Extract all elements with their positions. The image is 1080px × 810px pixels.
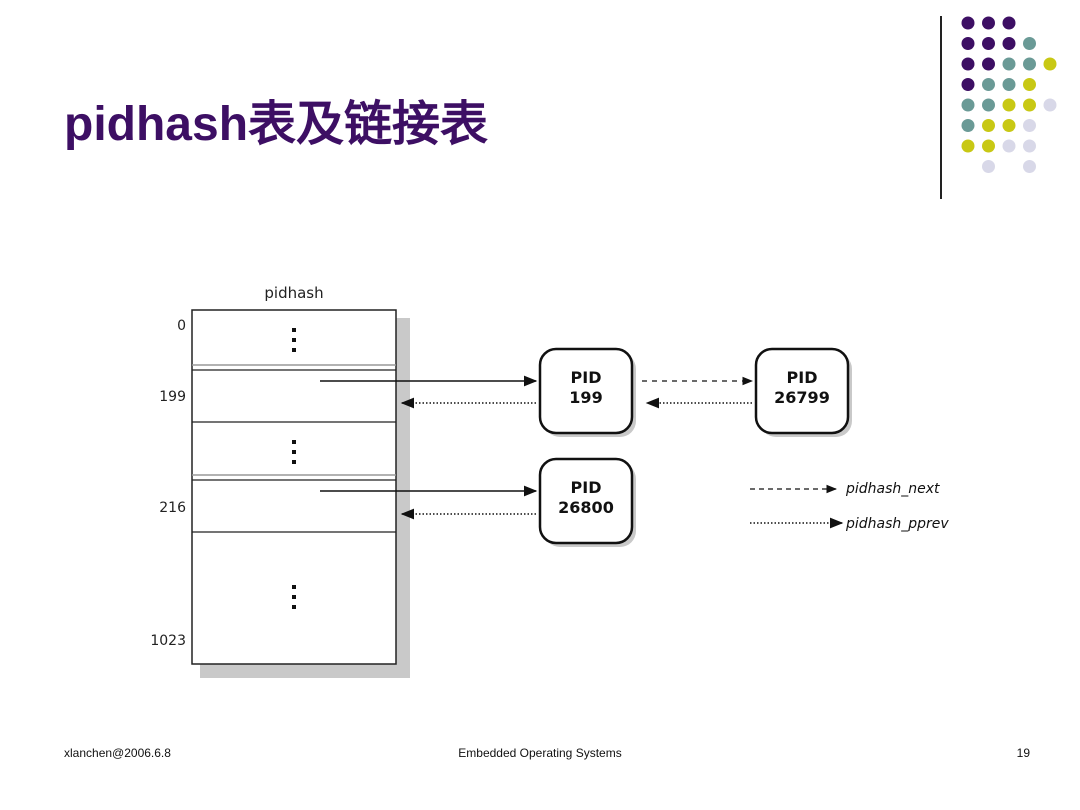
row-label-216: 216 xyxy=(159,500,186,516)
decorative-dot xyxy=(982,160,995,173)
decorative-dot xyxy=(1023,78,1036,91)
decorative-dot xyxy=(961,37,975,50)
decorative-dot xyxy=(982,57,995,71)
node-pid-26800-line1: PID xyxy=(571,478,602,497)
decorative-dot-grid xyxy=(961,16,1057,173)
pidhash-table xyxy=(191,309,397,665)
legend-next-label: pidhash_next xyxy=(845,481,940,497)
node-pid-26799-line2: 26799 xyxy=(774,388,830,407)
node-pid-199: PID 199 xyxy=(538,347,634,435)
decorative-dot xyxy=(1002,78,1016,91)
decorative-dot xyxy=(961,119,975,132)
legend: pidhash_next pidhash_pprev xyxy=(750,481,949,532)
decorative-dot xyxy=(1023,57,1036,71)
decorative-dot xyxy=(961,57,975,71)
node-pid-26800-line2: 26800 xyxy=(558,498,614,517)
decorative-dot xyxy=(961,139,975,153)
decorative-dot xyxy=(1002,119,1016,132)
decorative-dot xyxy=(961,78,975,91)
legend-pprev-label: pidhash_pprev xyxy=(845,516,949,532)
decorative-dot xyxy=(982,98,995,112)
node-pid-26799-line1: PID xyxy=(787,368,818,387)
decorative-dot xyxy=(1043,57,1057,71)
node-pid-199-line2: 199 xyxy=(569,388,602,407)
ellipsis-top xyxy=(292,328,296,352)
decorative-dot xyxy=(1023,119,1036,132)
decorative-dot xyxy=(982,78,995,91)
node-pid-26799: PID 26799 xyxy=(754,347,850,435)
decorative-dot xyxy=(1002,16,1016,30)
decorative-dot xyxy=(982,139,995,153)
decorative-dot xyxy=(1023,98,1036,112)
decorative-divider xyxy=(940,16,942,199)
page-title: pidhash表及链接表 xyxy=(64,98,489,151)
node-pid-26800: PID 26800 xyxy=(538,457,634,545)
decorative-dot xyxy=(1023,37,1036,50)
ellipsis-bottom xyxy=(292,585,296,609)
pidhash-diagram: pidhash 0 199 216 1023 PID 199 xyxy=(150,284,949,678)
decorative-dot xyxy=(982,16,995,30)
decorative-dot xyxy=(1002,57,1016,71)
decorative-dot xyxy=(961,16,975,30)
decorative-dot xyxy=(982,37,995,50)
row-label-0: 0 xyxy=(177,318,186,334)
decorative-dot xyxy=(1002,139,1016,153)
decorative-dot xyxy=(1002,98,1016,112)
row-label-199: 199 xyxy=(159,389,186,405)
decorative-dot xyxy=(1023,139,1036,153)
decorative-dot xyxy=(982,119,995,132)
decorative-dot xyxy=(961,98,975,112)
footer-page-number: 19 xyxy=(1016,746,1030,760)
row-label-1023: 1023 xyxy=(150,633,186,649)
ellipsis-middle xyxy=(292,440,296,464)
footer-course: Embedded Operating Systems xyxy=(458,746,622,760)
decorative-dot xyxy=(1002,37,1016,50)
footer-author: xlanchen@2006.6.8 xyxy=(64,746,171,760)
decorative-dot xyxy=(1023,160,1036,173)
decorative-dot xyxy=(1043,98,1057,112)
table-label: pidhash xyxy=(264,284,323,302)
node-pid-199-line1: PID xyxy=(571,368,602,387)
